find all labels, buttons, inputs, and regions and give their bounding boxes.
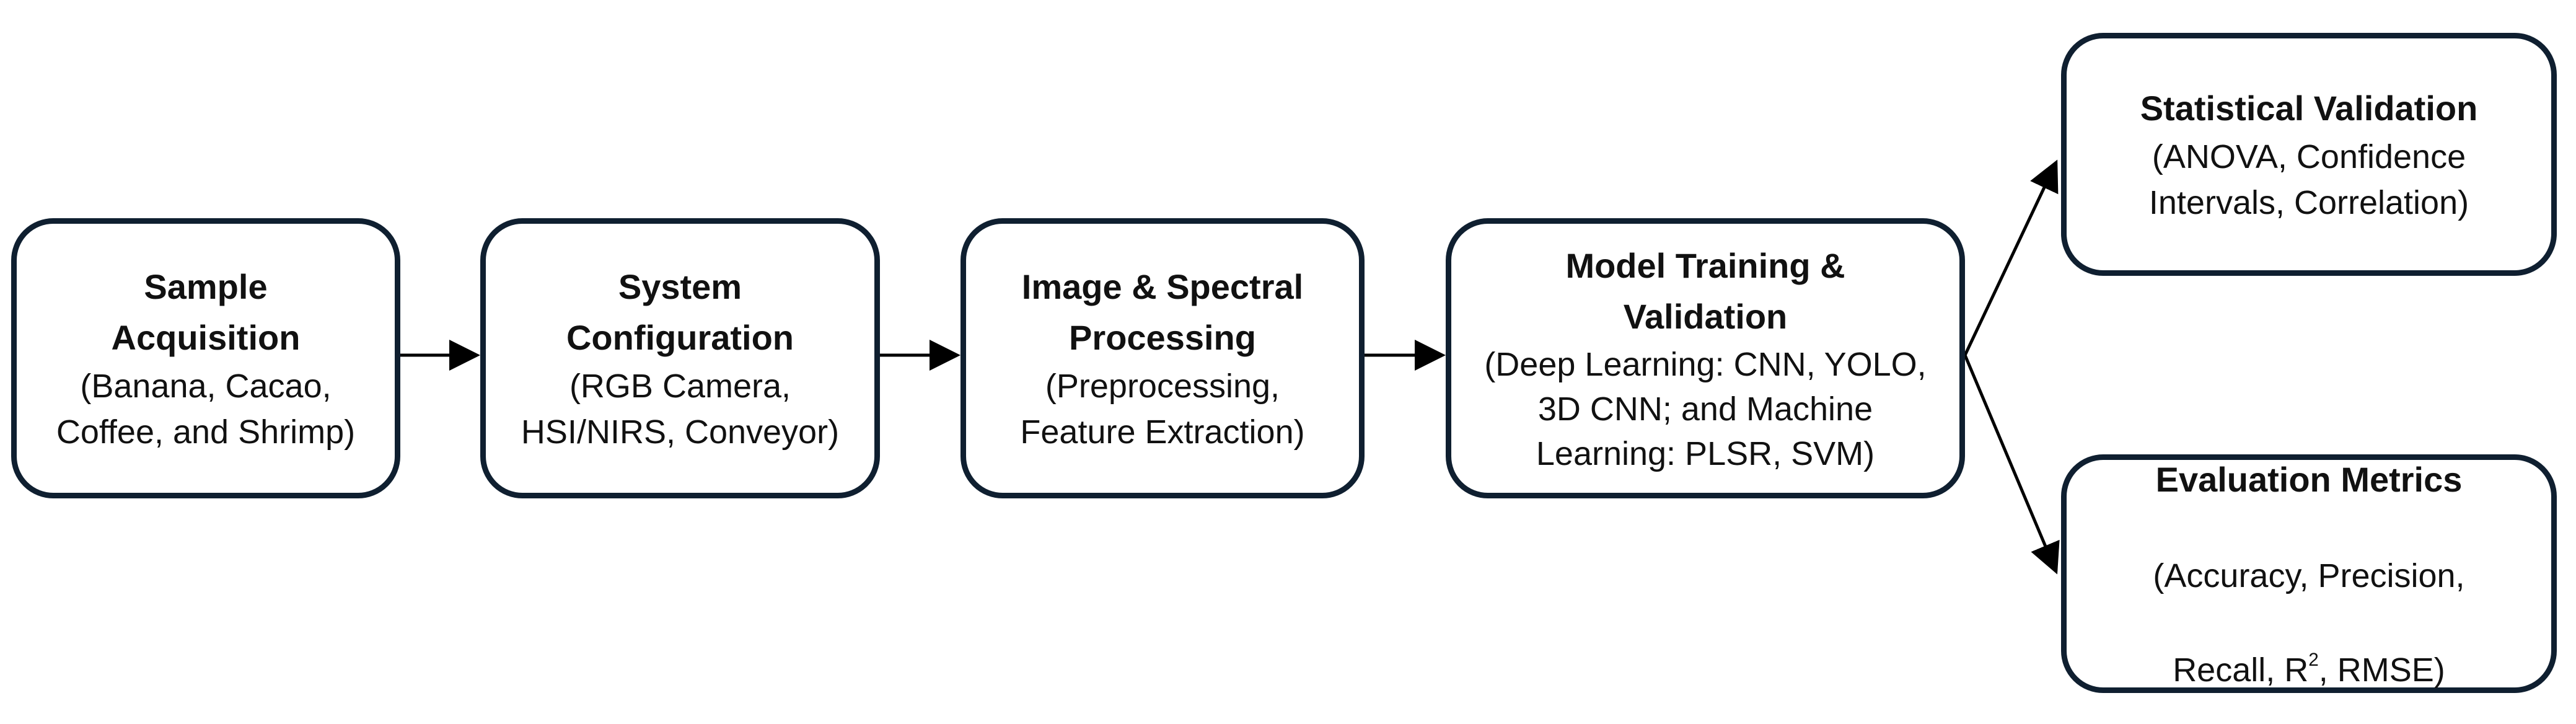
node-detail: (Deep Learning: CNN, YOLO, 3D CNN; and M…: [1484, 346, 1927, 472]
arrow-model-to-evaluation: [1963, 355, 2060, 575]
arrow-model-to-statistical: [1963, 159, 2059, 356]
detail-line-2a: Recall, R: [2173, 651, 2309, 689]
node-statistical-validation: Statistical Validation (ANOVA, Confidenc…: [2061, 33, 2557, 276]
node-evaluation-metrics: Evaluation Metrics (Accuracy, Precision,…: [2061, 454, 2557, 693]
node-detail: (Accuracy, Precision, Recall, R2, RMSE): [2153, 505, 2464, 694]
node-detail: (RGB Camera, HSI/NIRS, Conveyor): [521, 368, 840, 451]
node-title: Sample Acquisition: [111, 267, 301, 357]
node-model-training-validation: Model Training & Validation (Deep Learni…: [1446, 218, 1965, 498]
node-title: Model Training & Validation: [1565, 246, 1845, 336]
node-detail: (Banana, Cacao, Coffee, and Shrimp): [56, 368, 356, 451]
node-system-configuration: System Configuration (RGB Camera, HSI/NI…: [480, 218, 880, 498]
node-image-spectral-processing: Image & Spectral Processing (Preprocessi…: [961, 218, 1365, 498]
superscript-two: 2: [2308, 649, 2319, 670]
node-title: Evaluation Metrics: [2155, 459, 2463, 499]
node-detail: (Preprocessing, Feature Extraction): [1020, 368, 1305, 451]
node-title: Statistical Validation: [2140, 89, 2478, 128]
node-title: Image & Spectral Processing: [1021, 267, 1304, 357]
node-title: System Configuration: [566, 267, 794, 357]
node-detail: (ANOVA, Confidence Intervals, Correlatio…: [2148, 138, 2469, 221]
detail-line-1: (Accuracy, Precision,: [2153, 557, 2465, 594]
detail-line-2b: , RMSE): [2318, 651, 2445, 689]
node-sample-acquisition: Sample Acquisition (Banana, Cacao, Coffe…: [11, 218, 400, 498]
